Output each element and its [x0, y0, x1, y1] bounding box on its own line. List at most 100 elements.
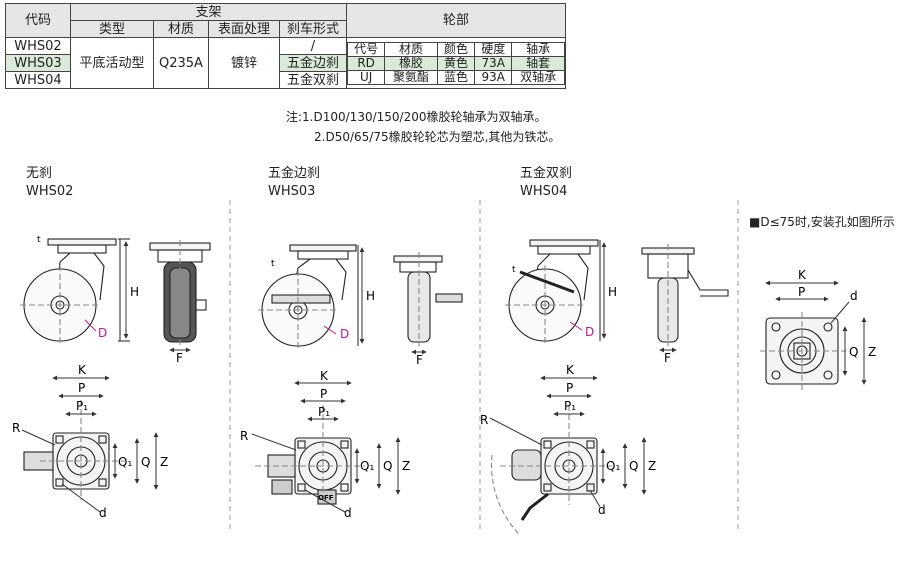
off-label: OFF	[318, 494, 334, 502]
dim-r-leader	[251, 433, 297, 451]
whs03-top-view	[255, 405, 365, 505]
variant-label-whs04: 五金双刹 WHS04	[520, 165, 572, 201]
dim-q-label: Q	[629, 459, 638, 473]
dim-z-label: Z	[868, 345, 876, 359]
code-header: 代码	[5, 3, 71, 38]
whs03-front-view	[393, 252, 463, 346]
dim-p1-label: P₁	[564, 399, 576, 413]
dim-f-label: F	[416, 353, 423, 367]
dim-p-label: P	[320, 387, 327, 401]
wheel-cell: 93A	[474, 69, 513, 85]
type-cell: 平底活动型	[70, 37, 154, 89]
dim-r-leader	[489, 417, 543, 446]
note-2: 2.D50/65/75橡胶轮轮芯为塑芯,其他为铁芯。	[314, 130, 561, 144]
dim-d-label: D	[585, 325, 594, 339]
dim-t-label: t	[271, 259, 275, 269]
dim-q-label: Q	[383, 459, 392, 473]
whs02-front-view	[149, 240, 211, 346]
dim-k-label: K	[78, 363, 87, 377]
wheel-header: 轮部	[346, 3, 566, 38]
dim-q1-label: Q₁	[606, 459, 620, 473]
dim-p1-label: P₁	[76, 399, 88, 413]
variant-label-whs02: 无刹 WHS02	[26, 165, 73, 201]
material-cell: Q235A	[153, 37, 209, 89]
dim-r-leader	[21, 429, 56, 446]
dim-d-leader	[84, 319, 97, 332]
dim-q-label: Q	[141, 455, 150, 469]
surface-cell: 镀锌	[208, 37, 280, 89]
wheel-cell: 轴套	[511, 55, 565, 71]
whs04-front-view	[641, 244, 729, 346]
wheel-subtable: 代号 材质 颜色 硬度 轴承 RD 橡胶 黄色 73A 轴套 UJ 聚氨酯 蓝色	[346, 41, 565, 85]
variant-name: 五金边刹	[268, 166, 321, 181]
dim-q1-label: Q₁	[360, 459, 374, 473]
dim-h-label: H	[608, 285, 617, 299]
variant-name: 无刹	[26, 166, 53, 181]
dim-hole-d-label: d	[598, 503, 606, 517]
variant-code: WHS03	[268, 184, 316, 199]
dim-q-label: Q	[849, 345, 858, 359]
dim-hole-d-label: d	[850, 289, 858, 303]
dim-d-hole-leader	[61, 483, 101, 513]
dim-p1-label: P₁	[318, 405, 330, 419]
wheel-col-header: 轴承	[511, 41, 565, 57]
surface-header: 表面处理	[208, 20, 280, 38]
dim-t-label: t	[37, 235, 41, 245]
dim-r-label: R	[240, 429, 248, 443]
dim-p-label: P	[798, 285, 805, 299]
mount-note: ■D≤75时,安装孔如图所示	[749, 215, 895, 229]
dim-r-label: R	[12, 421, 20, 435]
dim-p-label: P	[78, 381, 85, 395]
wheel-cell: 73A	[474, 55, 513, 71]
dim-h-label: H	[366, 289, 375, 303]
dim-d-hole-leader	[830, 301, 850, 324]
note-1: 注:1.D100/130/150/200橡胶轮轴承为双轴承。	[286, 110, 547, 124]
dim-q1-label: Q₁	[118, 455, 132, 469]
wheel-cell: RD	[346, 55, 386, 71]
type-header: 类型	[70, 20, 154, 38]
whs02-side-view	[20, 238, 130, 345]
dim-k-label: K	[798, 268, 807, 282]
dim-f-label: F	[664, 351, 671, 365]
dim-d-leader	[569, 321, 583, 331]
wheel-col-header: 硬度	[474, 41, 513, 57]
whs04-top-view	[490, 405, 612, 536]
dim-k-label: K	[566, 363, 575, 377]
dim-z-label: Z	[648, 459, 656, 473]
dim-d-label: D	[340, 327, 349, 341]
spec-table: 代码 支架 轮部 类型 材质 表面处理 刹车形式 WHS02 平底活动型 Q23…	[5, 3, 566, 89]
wheel-cell: 聚氨酯	[384, 69, 438, 85]
dim-d-leader	[323, 325, 337, 335]
wheel-col-header: 代号	[346, 41, 386, 57]
dim-hole-d-label: d	[99, 506, 107, 520]
dim-r-label: R	[480, 413, 488, 427]
brake-cell: 五金边刹	[279, 54, 347, 72]
variant-label-whs03: 五金边刹 WHS03	[268, 165, 320, 201]
dim-hole-d-label: d	[344, 506, 352, 520]
variant-code: WHS04	[520, 184, 568, 199]
dim-z-label: Z	[402, 459, 410, 473]
wheel-subtable-cell: 代号 材质 颜色 硬度 轴承 RD 橡胶 黄色 73A 轴套 UJ 聚氨酯 蓝色	[346, 37, 566, 89]
dim-f-label: F	[176, 351, 183, 365]
wheel-cell: UJ	[346, 69, 386, 85]
dim-d-label: D	[98, 326, 107, 340]
material-header: 材质	[153, 20, 209, 38]
dim-k-label: K	[320, 369, 329, 383]
wheel-cell: 橡胶	[384, 55, 438, 71]
code-cell: WHS04	[5, 71, 71, 89]
whs02-top-view	[23, 400, 125, 500]
dim-p-label: P	[566, 381, 573, 395]
mount-plate-view	[760, 312, 846, 390]
brake-cell: 五金双刹	[279, 71, 347, 89]
variant-name: 五金双刹	[520, 166, 573, 181]
dim-d-hole-leader	[589, 489, 601, 508]
variant-code: WHS02	[26, 184, 74, 199]
whs03-side-view	[258, 244, 359, 350]
dim-z-label: Z	[160, 455, 168, 469]
whs04-side-view	[505, 239, 601, 345]
wheel-cell: 蓝色	[436, 69, 476, 85]
wheel-cell: 双轴承	[511, 69, 565, 85]
dim-d-hole-leader	[304, 489, 346, 513]
dim-h-label: H	[130, 285, 139, 299]
